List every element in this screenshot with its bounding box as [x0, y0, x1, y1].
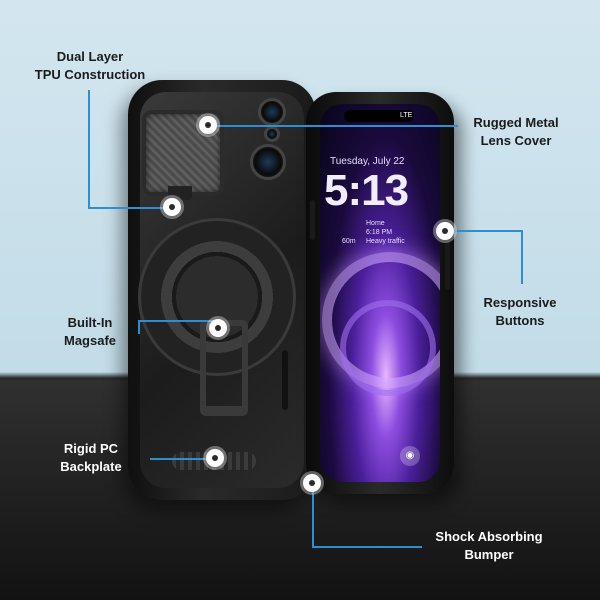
- callout-line: [138, 320, 140, 334]
- callout-line: [88, 90, 90, 208]
- label-line: Rugged Metal: [473, 115, 559, 130]
- feature-label-lens-cover: Rugged Metal Lens Cover: [456, 114, 576, 150]
- widget-line: 6:18 PM: [366, 229, 393, 236]
- feature-label-bumper: Shock Absorbing Bumper: [424, 528, 554, 564]
- callout-line: [312, 483, 314, 547]
- feature-label-magsafe: Built-In Magsafe: [40, 314, 140, 350]
- widget-line: Home: [366, 220, 385, 227]
- callout-dot: [163, 198, 181, 216]
- callout-line: [208, 125, 458, 127]
- side-button: [130, 352, 136, 412]
- lock-screen: [320, 104, 440, 482]
- label-line: Backplate: [60, 459, 122, 474]
- feature-label-dual-layer: Dual Layer TPU Construction: [20, 48, 160, 84]
- feature-label-backplate: Rigid PC Backplate: [36, 440, 146, 476]
- widget-line: 60m: [342, 238, 356, 245]
- label-line: Dual Layer: [56, 49, 124, 64]
- callout-dot: [303, 474, 321, 492]
- widget-line: Heavy traffic: [366, 238, 405, 245]
- label-line: Bumper: [464, 547, 514, 562]
- label-line: Rigid PC: [63, 441, 119, 456]
- callout-dot: [209, 319, 227, 337]
- lockscreen-time: 5:13: [324, 166, 409, 215]
- flash-icon: [264, 126, 280, 142]
- camera-icon: ◉: [400, 446, 420, 466]
- label-line: Built-In: [67, 315, 113, 330]
- callout-dot: [206, 449, 224, 467]
- feature-label-buttons: Responsive Buttons: [470, 294, 570, 330]
- magsafe-ring: [138, 218, 296, 376]
- callout-dot: [436, 222, 454, 240]
- dynamic-island: [344, 110, 414, 122]
- front-side-button: [445, 240, 450, 290]
- wallpaper-swirl: [340, 300, 436, 396]
- callout-line: [150, 458, 216, 460]
- callout-line: [312, 546, 422, 548]
- front-side-button: [310, 200, 315, 240]
- callout-line: [445, 230, 523, 232]
- camera-lens-icon: [250, 144, 286, 180]
- callout-dot: [199, 116, 217, 134]
- callout-line: [138, 320, 218, 322]
- side-button: [282, 350, 288, 410]
- label-line: Responsive: [483, 295, 557, 310]
- label-line: Shock Absorbing: [435, 529, 543, 544]
- callout-line: [88, 207, 172, 209]
- label-line: TPU Construction: [34, 67, 146, 82]
- status-bar: LTE: [400, 112, 413, 119]
- label-line: Magsafe: [63, 333, 117, 348]
- callout-line: [521, 230, 523, 284]
- side-button: [130, 300, 136, 334]
- lens-cover-hinge: [168, 186, 192, 200]
- label-line: Lens Cover: [480, 133, 552, 148]
- camera-lens-icon: [258, 98, 286, 126]
- lockscreen-date: Tuesday, July 22: [330, 156, 405, 167]
- label-line: Buttons: [495, 313, 545, 328]
